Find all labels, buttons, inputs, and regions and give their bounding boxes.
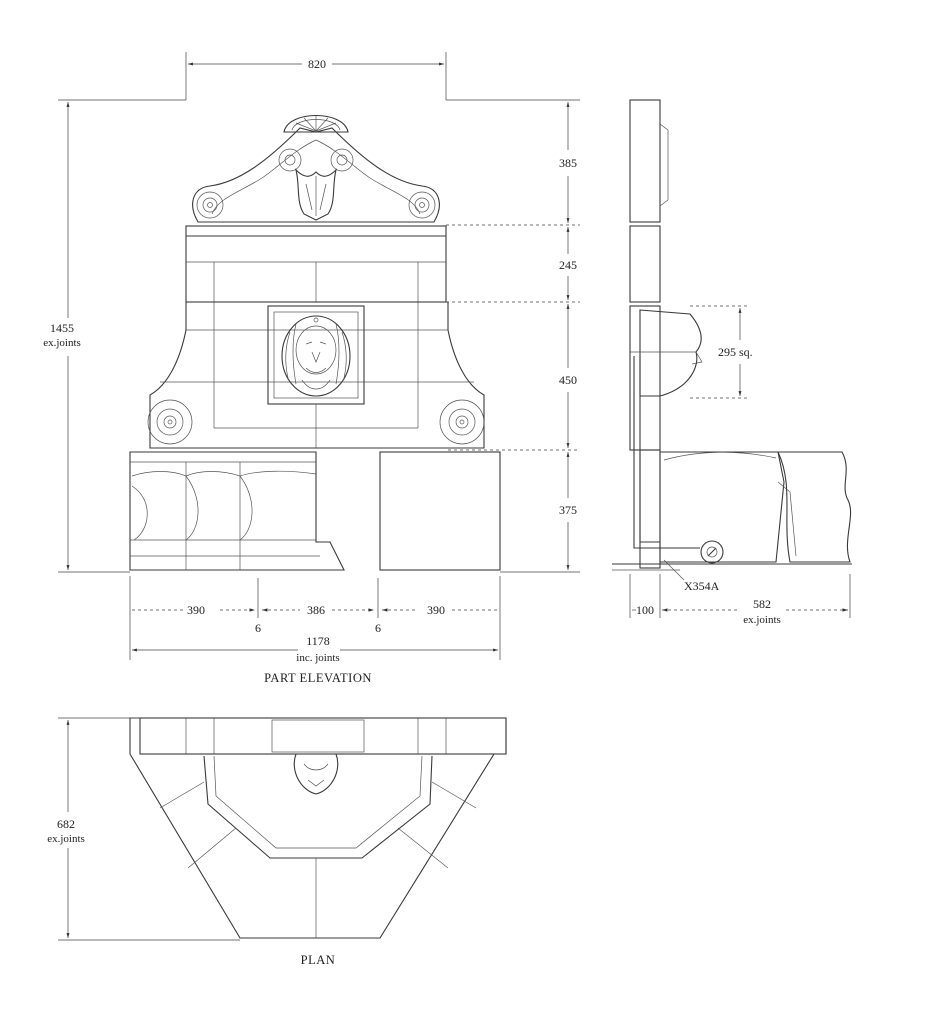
plan-view: 682 ex.joints PLAN [47,717,507,967]
dim-total-height: 1455 ex.joints [43,99,186,573]
dim-390-right-label: 390 [427,603,445,617]
dim-bottom-segments: 390 386 390 6 6 1178 inc. joints [129,576,501,664]
dim-582-label: 582 [753,597,771,611]
part-elevation-caption: PART ELEVATION [264,671,372,685]
dim-582-note: ex.joints [743,614,781,626]
part-elevation-view: 820 1455 ex.joints 385 245 450 [43,52,580,685]
dim-390-left-label: 390 [187,603,205,617]
dim-682-note: ex.joints [47,833,85,845]
dim-right-stack: 385 245 450 375 [446,99,580,573]
dim-1178-label: 1178 [306,634,330,648]
dim-375-label: 375 [559,503,577,517]
dim-682-label: 682 [57,817,75,831]
dim-1455-note: ex.joints [43,337,81,349]
section-view: 295 sq. X354A 100 582 ex.joints [612,99,852,626]
plan-caption: PLAN [301,953,336,967]
dim-joint-left-label: 6 [255,621,261,635]
lion-mask-panel [267,305,365,448]
part-code-label: X354A [684,579,720,593]
dim-385-label: 385 [559,156,577,170]
pediment [192,115,440,223]
dim-1455-label: 1455 [50,321,74,335]
dim-100-label: 100 [636,603,654,617]
dim-top-width: 820 [185,52,447,100]
dim-295-label: 295 sq. [718,345,753,359]
dim-450-label: 450 [559,373,577,387]
dim-joint-right-label: 6 [375,621,381,635]
dim-820-label: 820 [308,57,326,71]
dim-1178-note: inc. joints [296,652,339,664]
dim-245-label: 245 [559,258,577,272]
dim-386-label: 386 [307,603,325,617]
basin [129,451,501,571]
frieze [185,225,447,303]
